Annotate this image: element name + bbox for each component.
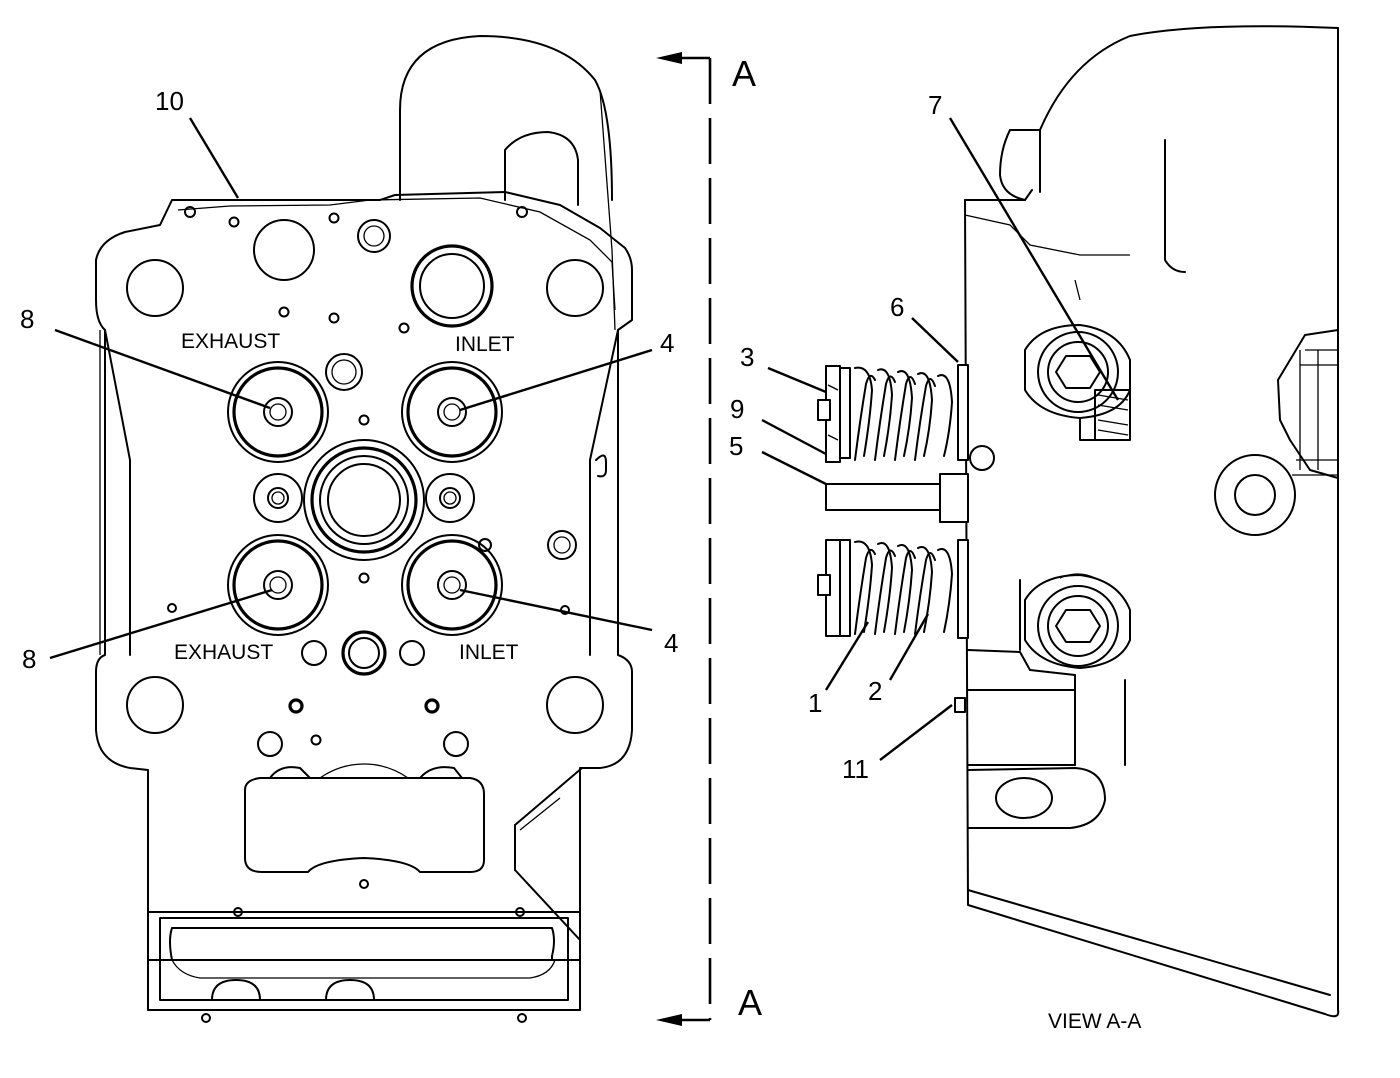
callout-8-upper: 8 [20, 304, 34, 334]
callout-1: 1 [808, 688, 822, 718]
callout-6: 6 [890, 292, 904, 322]
cylinder-head-top-view [95, 35, 633, 1023]
exhaust-label-upper: EXHAUST [181, 330, 280, 353]
inlet-label-upper: INLET [455, 333, 515, 356]
section-line-a-a [656, 52, 712, 1026]
section-view-a-a [817, 25, 1340, 1018]
inlet-label-lower: INLET [459, 641, 519, 664]
callout-4-upper: 4 [660, 328, 674, 358]
leader-lines-left [49, 117, 653, 660]
callout-9: 9 [730, 394, 744, 424]
leader-lines-right [761, 117, 1120, 761]
callout-7: 7 [928, 90, 942, 120]
callout-2: 2 [868, 676, 882, 706]
callout-11: 11 [842, 754, 869, 784]
section-mark-bottom: A [738, 982, 762, 1023]
callout-10: 10 [155, 86, 184, 116]
callout-3: 3 [740, 342, 754, 372]
callout-8-lower: 8 [22, 644, 36, 674]
exhaust-label-lower: EXHAUST [174, 641, 273, 664]
callout-5: 5 [729, 431, 743, 461]
callout-4-lower: 4 [664, 628, 678, 658]
section-mark-top: A [732, 53, 756, 94]
view-caption: VIEW A-A [1048, 1010, 1141, 1033]
